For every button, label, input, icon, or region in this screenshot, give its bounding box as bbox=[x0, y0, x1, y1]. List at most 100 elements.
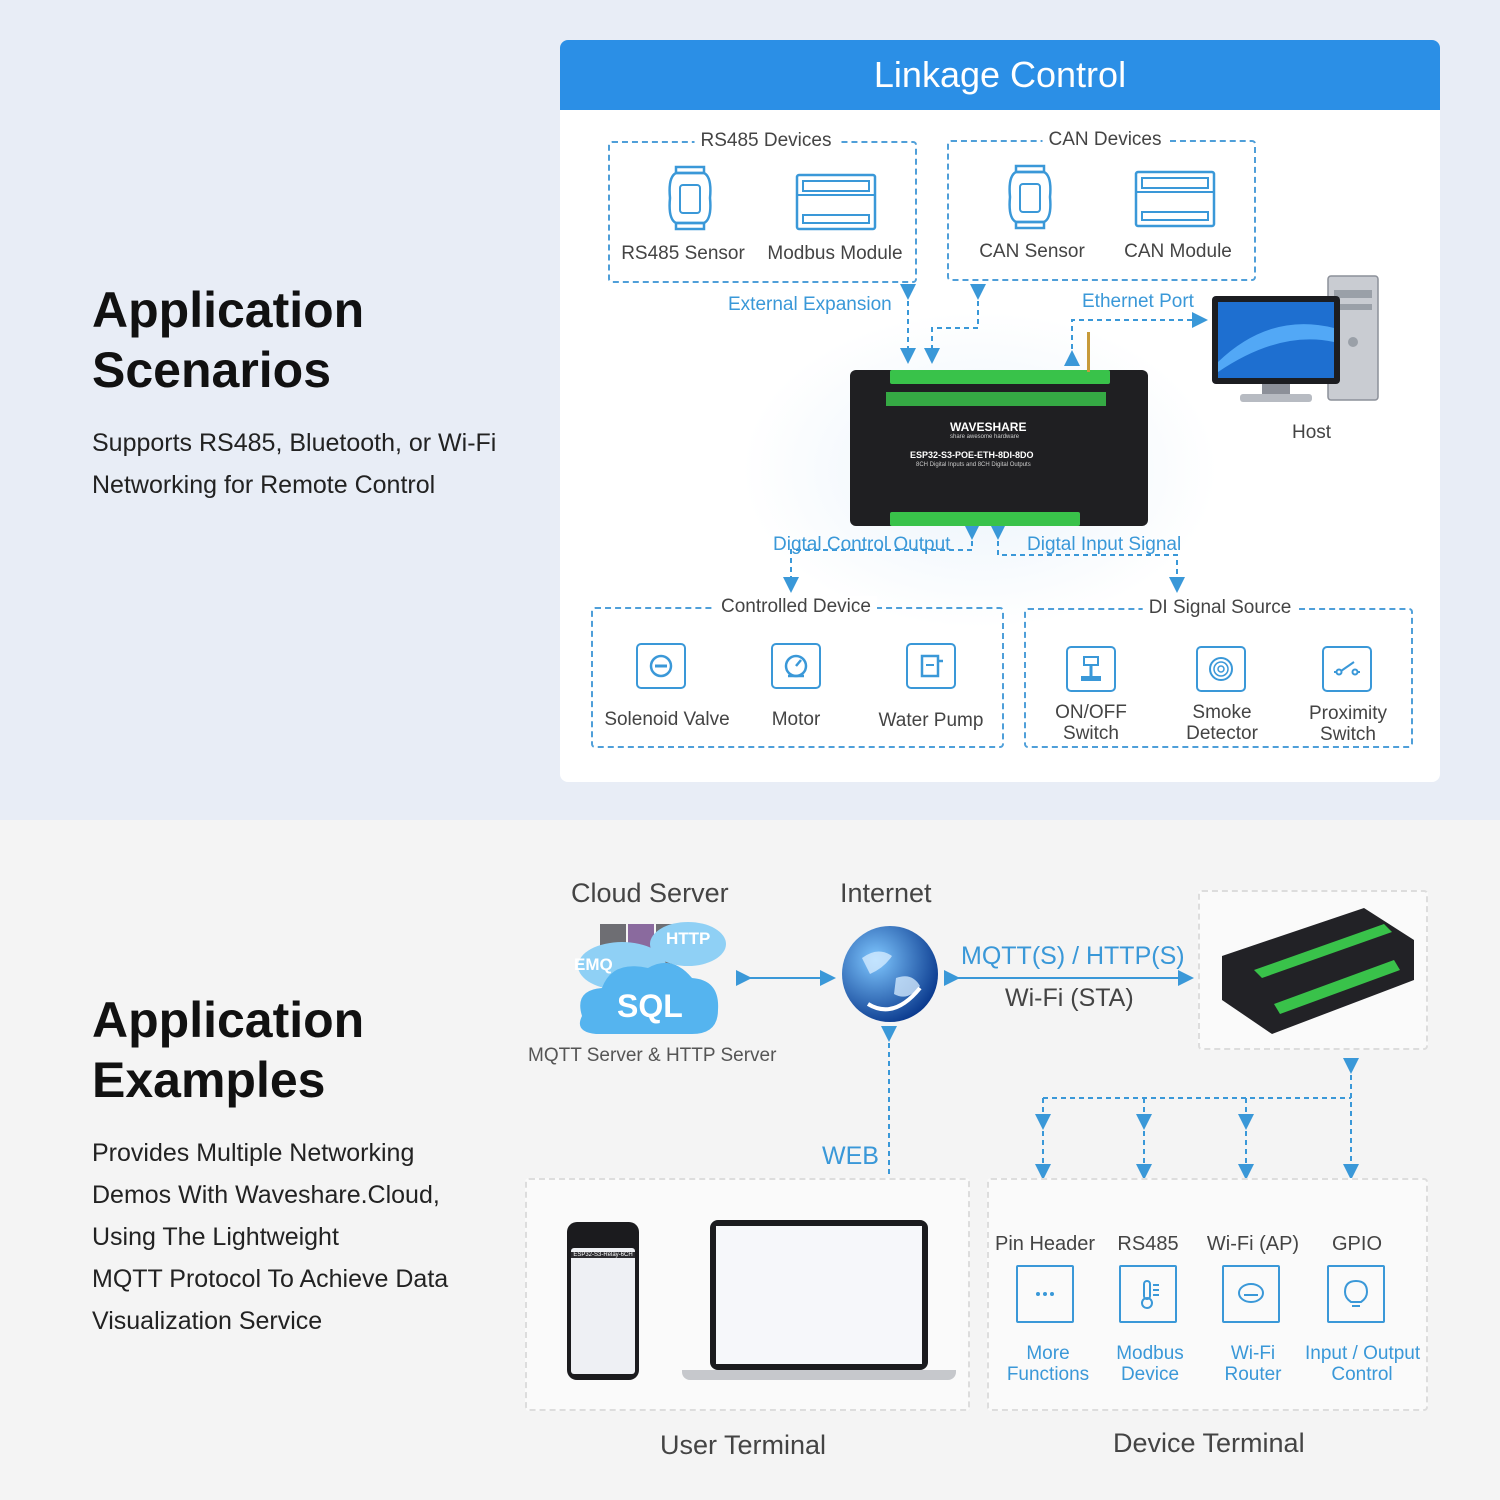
label-line: Switch bbox=[1063, 723, 1119, 744]
user-terminal-pane: ESP32-S3-Relay-6CH bbox=[525, 1178, 970, 1411]
esp32-device-image bbox=[1222, 908, 1414, 1034]
device-brand: WAVESHARE bbox=[950, 420, 1027, 434]
cloud-server-icon bbox=[578, 922, 726, 1034]
water-pump-icon bbox=[906, 643, 956, 689]
antenna-icon bbox=[1087, 332, 1090, 372]
sql-tag: SQL bbox=[617, 988, 683, 1024]
internet-title: Internet bbox=[840, 878, 932, 908]
modbus-device-label: Modbus Device bbox=[1103, 1343, 1197, 1385]
bulb-icon bbox=[1327, 1265, 1385, 1323]
digital-control-output-label: Digtal Control Output bbox=[773, 534, 951, 555]
label-line: More bbox=[1026, 1343, 1070, 1364]
router-icon bbox=[1222, 1265, 1280, 1323]
linkage-header: Linkage Control bbox=[560, 40, 1440, 110]
desc-line: Supports RS485, Bluetooth, or Wi-Fi bbox=[92, 429, 497, 457]
motor-icon bbox=[771, 643, 821, 689]
laptop-icon bbox=[710, 1220, 928, 1370]
di-signal-title: DI Signal Source bbox=[1142, 597, 1298, 619]
on-off-switch-label: ON/OFF Switch bbox=[1040, 702, 1142, 744]
desc-line: Using The Lightweight bbox=[92, 1223, 339, 1251]
rs485-box-title: RS485 Devices bbox=[694, 130, 838, 152]
title-line: Application bbox=[92, 992, 365, 1048]
label-line: Wi-Fi bbox=[1230, 1343, 1276, 1364]
title-line: Scenarios bbox=[92, 342, 332, 398]
label-line: Control bbox=[1331, 1364, 1393, 1385]
can-box-title: CAN Devices bbox=[1042, 129, 1168, 151]
cloud-caption: MQTT Server & HTTP Server bbox=[528, 1045, 777, 1066]
desc-line: MQTT Protocol To Achieve Data bbox=[92, 1265, 449, 1293]
can-sensor-icon bbox=[1008, 164, 1052, 230]
label-line: Input / Output bbox=[1305, 1343, 1421, 1364]
host-label: Host bbox=[1292, 422, 1332, 443]
label-line: Device bbox=[1120, 1364, 1180, 1385]
more-functions-label: More Functions bbox=[995, 1343, 1101, 1385]
proximity-switch-icon bbox=[1322, 646, 1372, 692]
label-line: Functions bbox=[1006, 1364, 1090, 1385]
green-strip bbox=[886, 392, 1106, 406]
label-line: Switch bbox=[1320, 724, 1376, 745]
modbus-module-label: Modbus Module bbox=[767, 243, 903, 264]
phone-title: ESP32-S3-Relay-6CH bbox=[571, 1252, 635, 1258]
label-line: Modbus bbox=[1116, 1343, 1184, 1364]
device-image-pane bbox=[1198, 890, 1428, 1050]
on-off-switch-icon bbox=[1066, 646, 1116, 692]
phone-screen bbox=[571, 1248, 635, 1374]
rs485-sensor-icon bbox=[668, 165, 712, 231]
solenoid-valve-icon bbox=[636, 643, 686, 689]
can-sensor-label: CAN Sensor bbox=[979, 241, 1085, 262]
user-terminal-label: User Terminal bbox=[660, 1430, 827, 1460]
device-terminal-label: Device Terminal bbox=[1113, 1428, 1305, 1458]
pin-header-label: Pin Header bbox=[995, 1233, 1096, 1255]
device-subtitle: 8CH Digital Inputs and 8CH Digital Outpu… bbox=[916, 462, 1031, 468]
device-model: ESP32-S3-POE-ETH-8DI-8DO bbox=[910, 450, 1034, 460]
laptop-base bbox=[682, 1370, 956, 1380]
connection-lines bbox=[783, 284, 1208, 593]
http-tag: HTTP bbox=[666, 929, 711, 948]
examples-description: Provides Multiple Networking Demos With … bbox=[92, 1132, 448, 1342]
protocol-label: MQTT(S) / HTTP(S) bbox=[961, 942, 1185, 970]
globe-icon bbox=[842, 926, 938, 1022]
desc-line: Networking for Remote Control bbox=[92, 471, 436, 499]
rs485-sensor-label: RS485 Sensor bbox=[621, 243, 745, 264]
controlled-device-title: Controlled Device bbox=[715, 596, 877, 618]
modbus-module-icon bbox=[795, 173, 877, 231]
title-line: Examples bbox=[92, 1052, 326, 1108]
desc-line: Provides Multiple Networking bbox=[92, 1139, 415, 1167]
web-label: WEB bbox=[822, 1142, 879, 1170]
motor-label: Motor bbox=[771, 709, 821, 730]
label-line: ON/OFF bbox=[1055, 702, 1127, 723]
terminal-block-bottom bbox=[890, 512, 1080, 526]
scenarios-description: Supports RS485, Bluetooth, or Wi-Fi Netw… bbox=[92, 422, 496, 506]
examples-title: Application Examples bbox=[92, 990, 364, 1110]
label-line: Proximity bbox=[1308, 703, 1388, 724]
label-line: Smoke bbox=[1192, 702, 1252, 723]
device-terminal-pane: Pin Header More Functions RS485 Modbus D… bbox=[987, 1178, 1428, 1411]
esp32-device: WAVESHARE share awesome hardware ESP32-S… bbox=[850, 370, 1148, 526]
can-module-label: CAN Module bbox=[1124, 241, 1232, 262]
emq-tag: EMQ bbox=[574, 955, 613, 974]
wifi-ap-label: Wi-Fi (AP) bbox=[1206, 1233, 1300, 1255]
digital-input-signal-label: Digtal Input Signal bbox=[1027, 534, 1182, 555]
device-tagline: share awesome hardware bbox=[950, 434, 1020, 440]
smoke-detector-label: Smoke Detector bbox=[1168, 702, 1276, 744]
label-line: Router bbox=[1224, 1364, 1282, 1385]
solenoid-valve-label: Solenoid Valve bbox=[604, 709, 730, 730]
thermometer-icon bbox=[1119, 1265, 1177, 1323]
desc-line: Demos With Waveshare.Cloud, bbox=[92, 1181, 440, 1209]
wifi-sta-label: Wi-Fi (STA) bbox=[1005, 984, 1134, 1012]
external-expansion-label: External Expansion bbox=[728, 294, 892, 315]
host-computer-icon bbox=[1212, 275, 1379, 402]
terminal-block-top bbox=[890, 370, 1110, 384]
scenarios-title: Application Scenarios bbox=[92, 280, 364, 400]
laptop-screen bbox=[716, 1226, 922, 1364]
can-module-icon bbox=[1134, 170, 1216, 228]
dots-icon bbox=[1016, 1265, 1074, 1323]
smoke-detector-icon bbox=[1196, 646, 1246, 692]
desc-line: Visualization Service bbox=[92, 1307, 323, 1335]
rs485-label: RS485 bbox=[1117, 1233, 1179, 1255]
title-line: Application bbox=[92, 282, 365, 338]
io-control-label: Input / Output Control bbox=[1305, 1343, 1421, 1385]
phone-icon: ESP32-S3-Relay-6CH bbox=[567, 1222, 639, 1380]
label-line: Detector bbox=[1186, 723, 1258, 744]
gpio-label: GPIO bbox=[1331, 1233, 1382, 1255]
